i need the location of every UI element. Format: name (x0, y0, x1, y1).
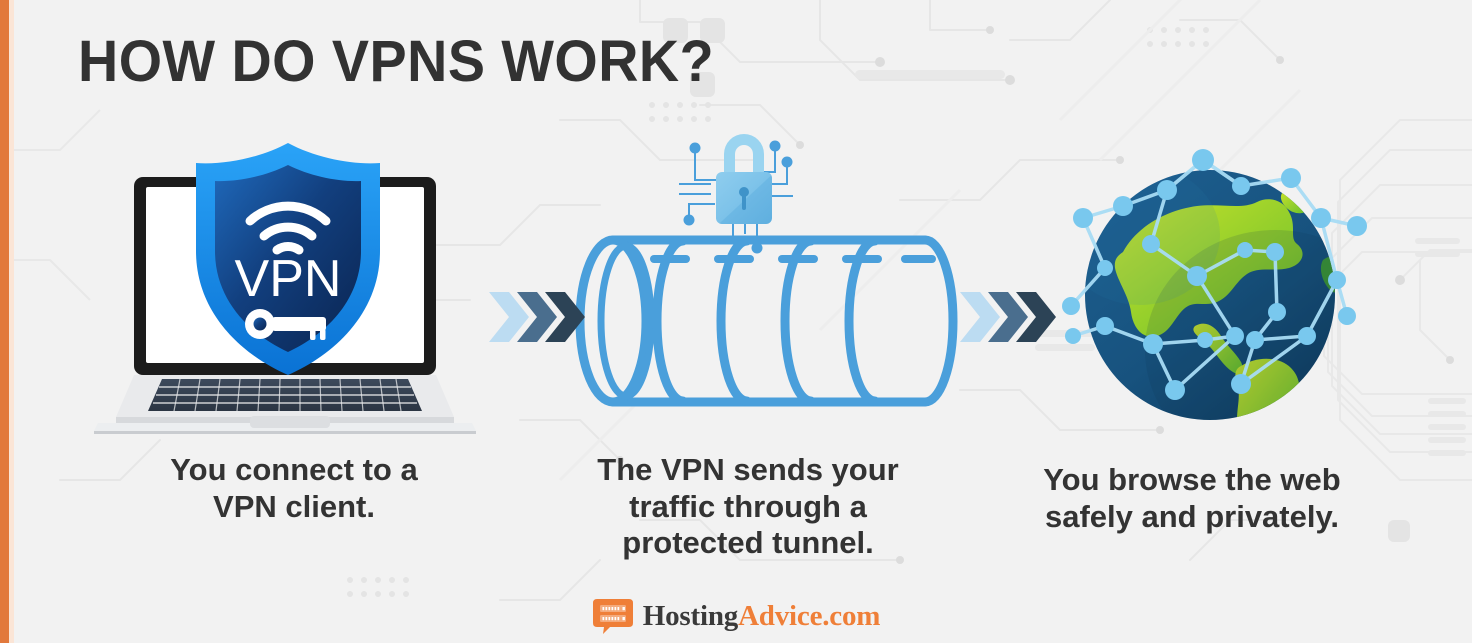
page-title: HOW DO VPNS WORK? (78, 29, 715, 94)
chevron-3-icon (1016, 292, 1056, 342)
caption-tunnel-line-1: The VPN sends your (597, 452, 899, 487)
laptop-base-icon (94, 375, 476, 434)
tunnel-icon (575, 235, 958, 407)
caption-globe: You browse the web safely and privately. (982, 462, 1402, 535)
step-globe-illustration (1045, 140, 1375, 430)
logo-text-hosting: Hosting (642, 599, 739, 632)
caption-tunnel-line-3: protected tunnel. (622, 525, 874, 561)
shield-vpn-label: VPN (235, 250, 342, 308)
caption-laptop: You connect to a VPN client. (92, 452, 496, 525)
caption-laptop-line-2: VPN client. (213, 488, 375, 524)
chevron-3-icon (545, 292, 585, 342)
logo-text-advice: Advice.com (738, 599, 881, 632)
wifi-arcs-icon (245, 201, 331, 255)
vpn-shield-icon: VPN (196, 143, 380, 375)
chevron-2-icon (517, 292, 557, 342)
caption-laptop-line-1: You connect to a (170, 452, 418, 487)
chevron-1-icon (489, 292, 529, 342)
hostingadvice-wordmark: HostingAdvice.com (642, 599, 881, 632)
key-icon (245, 309, 326, 340)
step-tunnel-illustration (525, 120, 965, 440)
step-laptop-illustration: VPN (90, 135, 500, 435)
chevron-2-icon (988, 292, 1028, 342)
hostingadvice-logo[interactable]: HostingAdvice.com (0, 597, 1472, 635)
flow-arrows-left (487, 288, 587, 351)
hostingadvice-server-bubble-icon (592, 599, 633, 634)
caption-globe-line-1: You browse the web (1043, 462, 1341, 497)
flow-arrows-right (958, 288, 1058, 351)
chevron-1-icon (960, 292, 1000, 342)
caption-tunnel: The VPN sends your traffic through a pro… (528, 452, 968, 562)
caption-tunnel-line-2: traffic through a (629, 488, 867, 524)
accent-bar-glow (9, 0, 14, 643)
caption-globe-line-2: safely and privately. (1044, 498, 1340, 534)
left-accent-bar (0, 0, 9, 643)
